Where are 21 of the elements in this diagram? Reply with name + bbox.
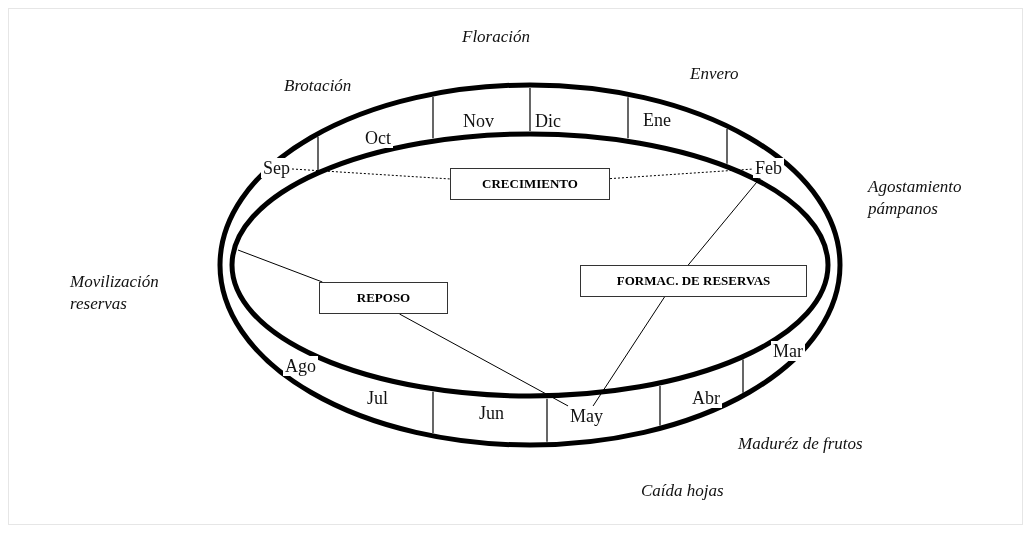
month-label: Abr (690, 388, 722, 408)
month-label: Sep (261, 158, 292, 178)
stage-label: Maduréz de frutos (738, 433, 863, 455)
month-label: Oct (363, 128, 393, 148)
stage-label: Caída hojas (641, 480, 724, 502)
stage-label: Movilización reservas (70, 271, 160, 315)
connector-line (237, 249, 323, 283)
month-label: May (568, 406, 605, 426)
month-label: Mar (771, 341, 805, 361)
connector-line (592, 296, 665, 407)
month-label: Ago (283, 356, 318, 376)
stage-box: FORMAC. DE RESERVAS (580, 265, 807, 297)
stage-label: Agostamiento pámpanos (868, 176, 963, 220)
stage-label: Envero (690, 63, 739, 85)
connector-line (399, 313, 569, 407)
month-label: Feb (753, 158, 784, 178)
stage-label: Floración (462, 26, 530, 48)
dotted-connector-line (609, 168, 754, 180)
stage-box: REPOSO (319, 282, 448, 314)
stage-box: CRECIMIENTO (450, 168, 610, 200)
stage-label: Brotación (284, 75, 352, 97)
